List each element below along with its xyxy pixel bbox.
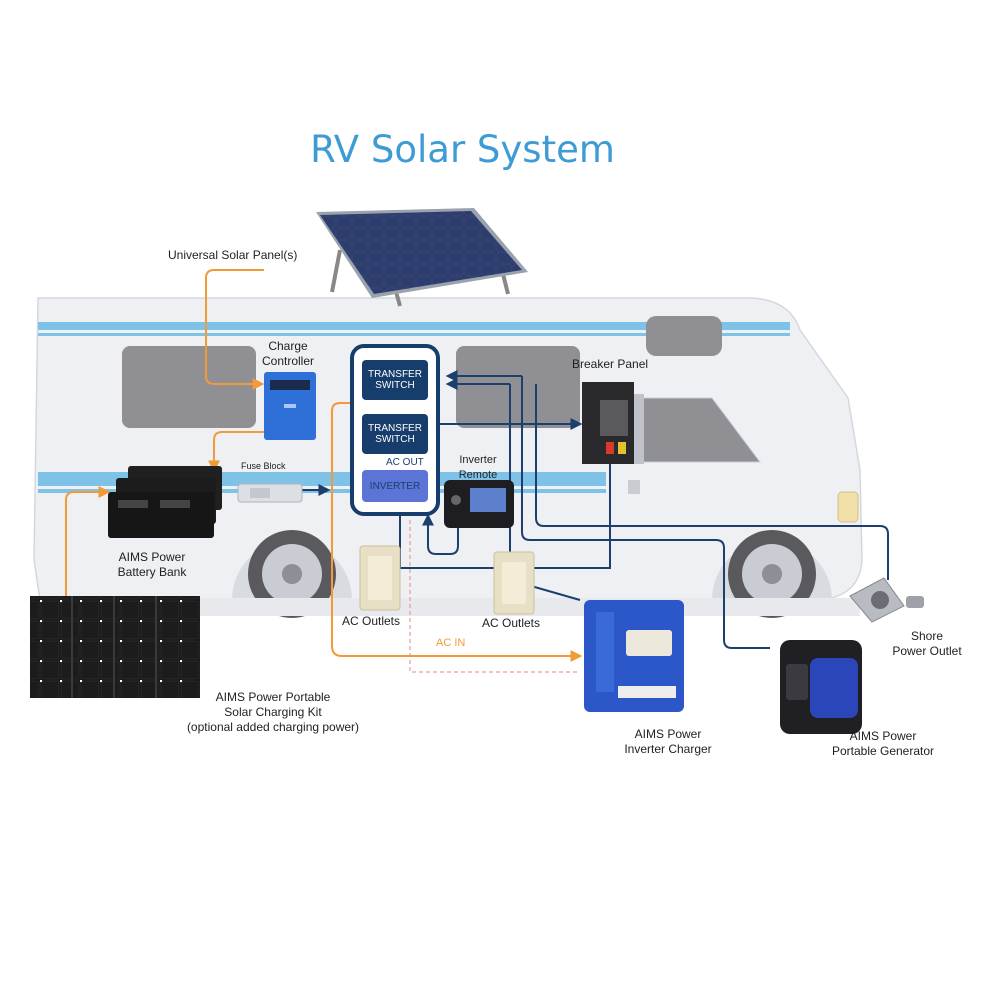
rv-wheel-rear [248, 530, 336, 618]
ac-outlets-left-label: AC Outlets [342, 614, 401, 628]
shore-power-label: Shore Power Outlet [892, 629, 962, 658]
inverter-remote [444, 480, 514, 528]
ac-in-label: AC IN [436, 637, 466, 649]
battery-bank [108, 466, 222, 538]
transfer-inverter-box [350, 344, 440, 516]
diagram-title: RV Solar System [310, 128, 615, 171]
charge-controller-label: Charge Controller [261, 339, 315, 368]
generator-label: AIMS Power Portable Generator [831, 729, 935, 758]
rv-wheel-front [728, 530, 816, 618]
ac-outlet-right [493, 551, 535, 615]
portable-generator [780, 640, 862, 734]
portable-solar-kit [30, 596, 200, 698]
dc-wires [65, 269, 583, 662]
charge-controller [264, 372, 316, 440]
dashed-link [409, 520, 580, 673]
universal-solar-panel [316, 208, 528, 307]
solar-panel-label: Universal Solar Panel(s) [168, 248, 298, 262]
ac-outlet-left [359, 545, 401, 611]
inverter-label: INVERTER [369, 481, 421, 492]
fuse-block [237, 483, 303, 503]
portable-solar-label: AIMS Power Portable Solar Charging Kit (… [186, 690, 360, 734]
inverter-remote-label: Inverter Remote [458, 454, 498, 481]
transfer-switch-bottom-label: TRANSFER SWITCH [368, 423, 422, 445]
breaker-panel [582, 382, 644, 464]
inverter-charger [584, 600, 684, 712]
transfer-switch-top-label: TRANSFER SWITCH [368, 369, 422, 391]
ac-out-label: AC OUT [386, 457, 424, 468]
inverter-charger-label: AIMS Power Inverter Charger [624, 727, 712, 756]
fuse-block-label: Fuse Block [241, 461, 286, 471]
breaker-panel-label: Breaker Panel [572, 357, 649, 371]
ac-outlets-right-label: AC Outlets [482, 616, 541, 630]
battery-bank-label: AIMS Power Battery Bank [117, 550, 187, 579]
shore-power-outlet [849, 577, 924, 623]
